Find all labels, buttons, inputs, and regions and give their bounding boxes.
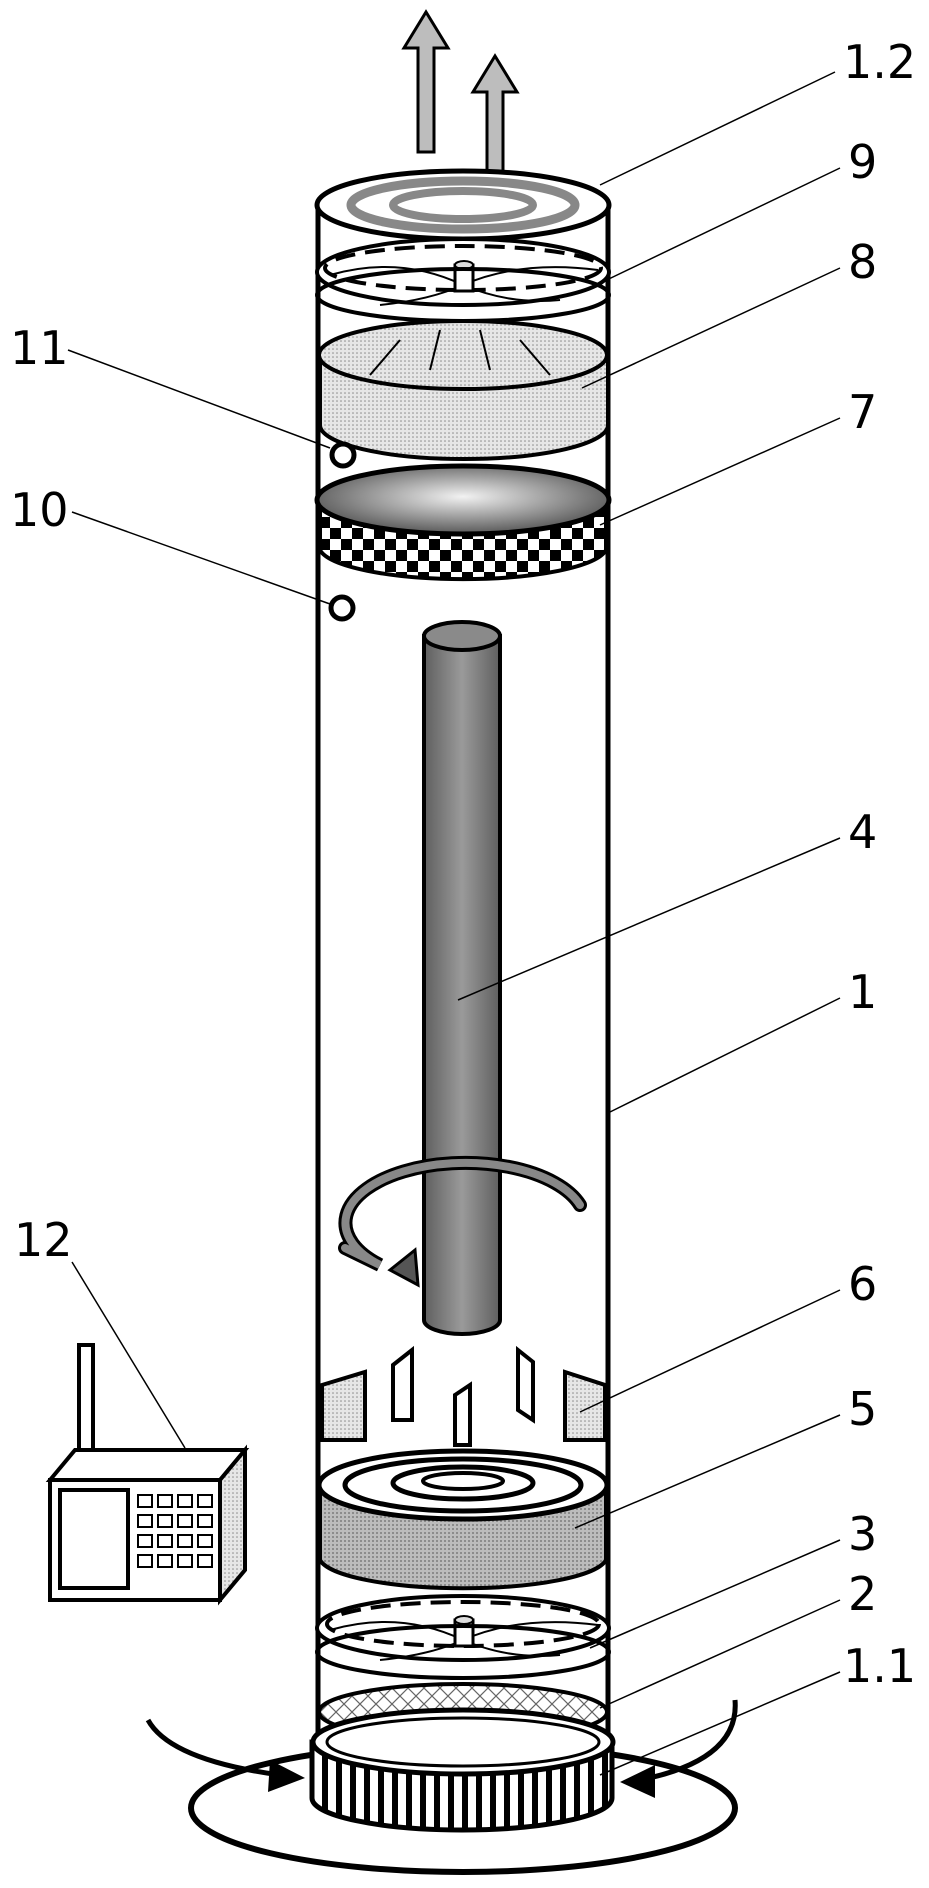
label-5: 5 [848, 1382, 877, 1436]
port-10 [328, 594, 356, 622]
port-11 [329, 441, 357, 469]
outlet-arrows [401, 9, 520, 192]
label-1: 1 [848, 965, 877, 1019]
label-4: 4 [848, 805, 877, 859]
label-1-1: 1.1 [843, 1639, 916, 1693]
base-rotation-arrows [145, 1699, 738, 1798]
label-7: 7 [848, 385, 877, 439]
central-rod [422, 620, 502, 1336]
lower-impeller [315, 1594, 611, 1680]
controller-box [45, 1343, 250, 1606]
label-6: 6 [848, 1257, 877, 1311]
label-11: 11 [10, 321, 69, 375]
part-labels: 1.2 9 8 11 7 10 4 1 12 6 5 3 2 1.1 [10, 35, 916, 1693]
label-12: 12 [14, 1213, 73, 1267]
label-9: 9 [848, 135, 877, 189]
baffle-plates [320, 1345, 607, 1447]
rotation-arrow [338, 1155, 587, 1288]
controller-keypad [137, 1494, 213, 1568]
label-3: 3 [848, 1507, 877, 1561]
label-2: 2 [848, 1567, 877, 1621]
filter-cartridge [316, 1448, 610, 1591]
top-cap [314, 168, 612, 242]
upper-impeller [315, 237, 611, 323]
leader-lines [67, 71, 841, 1776]
label-8: 8 [848, 235, 877, 289]
label-10: 10 [10, 483, 69, 537]
outlet-arrow-left [401, 9, 451, 154]
bottom-gear-base [188, 1707, 738, 1875]
upper-filter [317, 319, 610, 461]
checkered-disc [314, 463, 612, 582]
label-1-2: 1.2 [843, 35, 916, 89]
